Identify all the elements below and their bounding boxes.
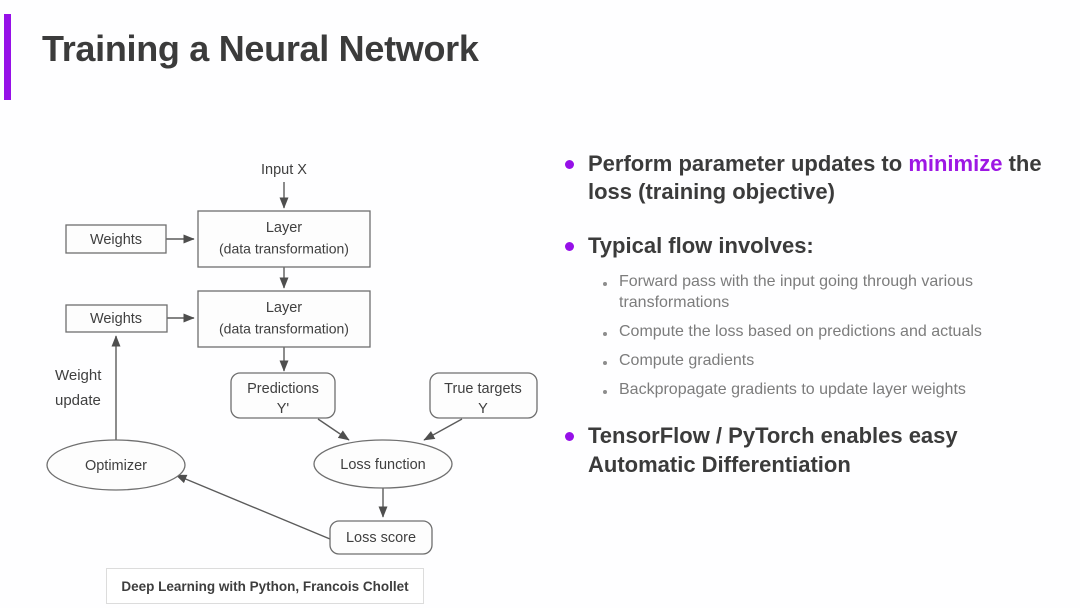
bullet-typical-flow-text: Typical flow involves: xyxy=(588,233,814,259)
diagram-citation: Deep Learning with Python, Francois Chol… xyxy=(106,568,424,604)
diagram-node-weights-2-label: Weights xyxy=(90,311,142,327)
bullet-text-highlight: minimize xyxy=(908,151,1003,176)
diagram-node-weights-1-label: Weights xyxy=(90,232,142,248)
diagram-node-predictions xyxy=(230,372,336,419)
bullet-typical-flow-group: Typical flow involves: Forward pass with… xyxy=(565,232,1070,400)
diagram-label-weight-update-line2: update xyxy=(55,392,101,409)
diagram-node-weights-2 xyxy=(65,304,168,333)
diagram-node-layer-2-subtitle: (data transformation) xyxy=(219,321,349,337)
bullet-content: Perform parameter updates to minimize th… xyxy=(565,150,1070,479)
training-loop-diagram: Input X Layer (data transformation) Laye… xyxy=(0,140,560,610)
diagram-node-layer-2-title: Layer xyxy=(266,300,302,316)
diagram-node-loss-function xyxy=(313,439,453,489)
bullet-frameworks-text: TensorFlow / PyTorch enables easy Automa… xyxy=(588,423,958,477)
diagram-node-loss-score-label: Loss score xyxy=(346,530,416,546)
list-item-text: Forward pass with the input going throug… xyxy=(619,273,973,312)
diagram-node-predictions-subtitle: Y' xyxy=(277,401,290,417)
typical-flow-sub-list: Forward pass with the input going throug… xyxy=(603,272,1070,400)
sub-bullet-dot-icon xyxy=(603,332,607,337)
diagram-node-true-targets xyxy=(429,372,538,419)
diagram-node-loss-score xyxy=(329,520,433,555)
diagram-node-predictions-title: Predictions xyxy=(247,381,319,397)
page-title: Training a Neural Network xyxy=(42,28,479,69)
diagram-node-layer-1-subtitle: (data transformation) xyxy=(219,241,349,257)
sub-bullet-dot-icon xyxy=(603,360,607,365)
list-item-text: Compute the loss based on predictions an… xyxy=(619,323,982,341)
diagram-node-optimizer-label: Optimizer xyxy=(85,458,147,474)
bullet-dot-icon xyxy=(565,242,574,252)
bullet-dot-icon xyxy=(565,432,574,442)
list-item-text: Compute gradients xyxy=(619,351,755,369)
diagram-node-layer-2 xyxy=(197,290,371,348)
diagram-node-loss-function-label: Loss function xyxy=(340,457,425,473)
diagram-node-optimizer xyxy=(46,439,186,491)
diagram-node-weights-1 xyxy=(65,224,167,254)
bullet-frameworks: TensorFlow / PyTorch enables easy Automa… xyxy=(565,422,1070,478)
diagram-node-layer-1-title: Layer xyxy=(266,220,302,236)
list-item-text: Backpropagate gradients to update layer … xyxy=(619,380,966,398)
bullet-typical-flow: Typical flow involves: xyxy=(565,232,1070,260)
diagram-node-true-targets-title: True targets xyxy=(444,381,522,397)
diagram-citation-text: Deep Learning with Python, Francois Chol… xyxy=(121,578,409,594)
bullet-perform-parameter-updates-text: Perform parameter updates to minimize th… xyxy=(588,150,1070,206)
diagram-node-layer-1 xyxy=(197,210,371,268)
list-item: Backpropagate gradients to update layer … xyxy=(603,380,1070,401)
diagram-label-input: Input X xyxy=(261,162,307,178)
title-accent-bar xyxy=(4,14,11,100)
bullet-dot-icon xyxy=(565,160,574,169)
list-item: Compute the loss based on predictions an… xyxy=(603,322,1070,343)
diagram-label-weight-update-line1: Weight xyxy=(55,367,102,384)
bullet-perform-parameter-updates: Perform parameter updates to minimize th… xyxy=(565,150,1070,206)
bullet-text-post: the loss (training objective) xyxy=(588,151,1042,205)
sub-bullet-dot-icon xyxy=(603,282,607,287)
list-item: Compute gradients xyxy=(603,351,1070,372)
bullet-text-pre: Perform parameter updates to xyxy=(588,151,909,176)
diagram-node-true-targets-subtitle: Y xyxy=(478,401,488,417)
sub-bullet-dot-icon xyxy=(603,389,607,394)
list-item: Forward pass with the input going throug… xyxy=(603,272,1070,314)
